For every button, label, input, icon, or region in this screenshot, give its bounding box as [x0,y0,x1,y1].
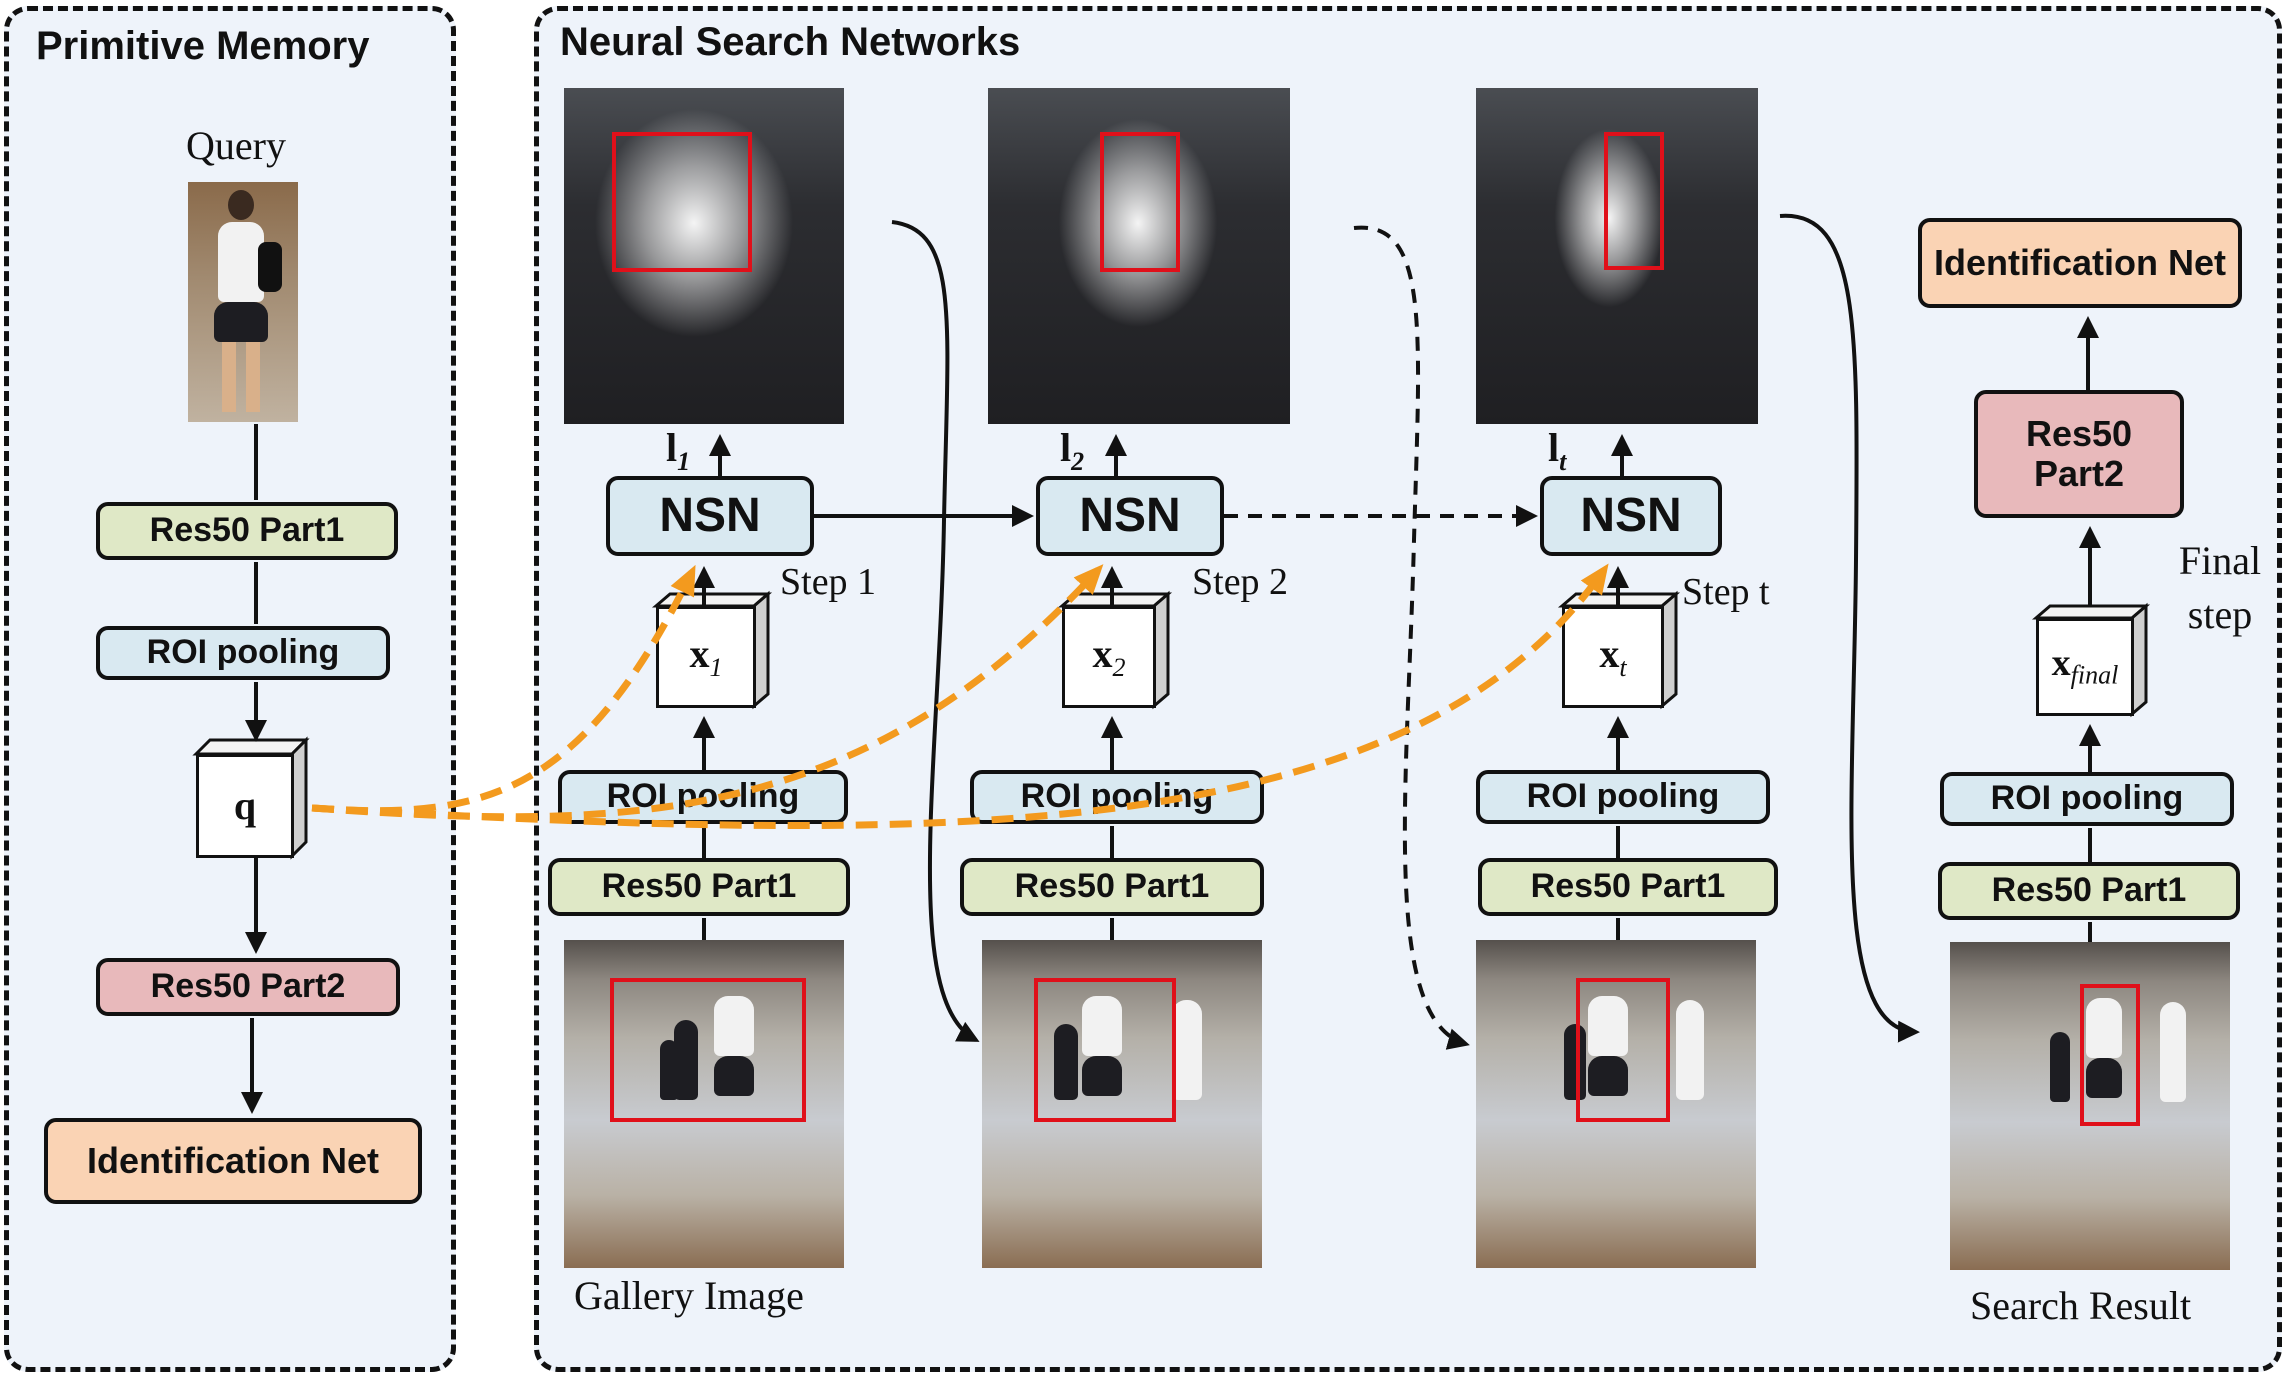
q-label: q [233,783,257,828]
left-roi-pooling-box: ROI pooling [96,626,390,680]
gallery-image-step2 [982,940,1262,1268]
x-sub: 2 [1112,652,1126,682]
x-main: x [2051,642,2071,685]
x-main: x [1092,630,1113,676]
l-sub: 1 [677,447,691,476]
final-step-label: Final step [2178,538,2262,637]
roi-pooling-step1: ROI pooling [558,770,848,824]
gallery-image-step-t [1476,940,1756,1268]
q-feature-box: q [196,754,294,858]
primitive-memory-title: Primitive Memory [36,24,370,68]
step-label-2: Step 2 [1192,561,1289,603]
x-feature-final: xfinal [2036,618,2134,716]
nsn-box-step-t: NSN [1540,476,1722,556]
neural-search-title: Neural Search Networks [560,20,1021,64]
attention-map-step-t [1476,88,1758,424]
roi-pooling-step-t: ROI pooling [1476,770,1770,824]
l-label-step-t: lt [1548,424,1566,477]
roi-pooling-step2: ROI pooling [970,770,1264,824]
res50-part1-step-t: Res50 Part1 [1478,858,1778,916]
roi-pooling-final: ROI pooling [1940,772,2234,826]
query-label: Query [186,123,286,168]
res50-part1-final: Res50 Part1 [1938,862,2240,920]
x-sub: 1 [709,652,723,682]
step-label-t: Step t [1682,571,1770,613]
l-label-step1: l1 [666,424,690,477]
x-sub: t [1619,652,1627,682]
res50-part1-step2: Res50 Part1 [960,858,1264,916]
step-label-1: Step 1 [780,561,877,603]
search-result-image [1950,942,2230,1270]
l-main: l [1060,425,1072,470]
gallery-image-step1 [564,940,844,1268]
l-main: l [666,425,678,470]
l-sub: 2 [1071,447,1085,476]
attention-map-step2 [988,88,1290,424]
nsn-box-step1: NSN [606,476,814,556]
nsn-box-step2: NSN [1036,476,1224,556]
gallery-image-caption: Gallery Image [574,1273,804,1318]
x-sub: final [2070,661,2119,690]
x-main: x [1599,630,1620,676]
x-label: xt [1599,630,1627,683]
final-res50-part2-box: Res50 Part2 [1974,390,2184,518]
x-label: x1 [689,630,723,683]
x-label: x2 [1092,630,1126,683]
x-label: xfinal [2052,643,2119,690]
x-feature-step-t: xt [1562,606,1664,708]
l-sub: t [1559,447,1567,476]
final-identification-net-box: Identification Net [1918,218,2242,308]
res50-part1-step1: Res50 Part1 [548,858,850,916]
l-label-step2: l2 [1060,424,1084,477]
x-main: x [689,630,710,676]
x-feature-step2: x2 [1062,606,1156,708]
left-identification-net-box: Identification Net [44,1118,422,1204]
l-main: l [1548,425,1560,470]
x-feature-step1: x1 [656,606,756,708]
search-result-caption: Search Result [1970,1283,2192,1328]
attention-map-step1 [564,88,844,424]
left-res50-part2-box: Res50 Part2 [96,958,400,1016]
left-res50-part1-box: Res50 Part1 [96,502,398,560]
query-image [188,182,298,422]
